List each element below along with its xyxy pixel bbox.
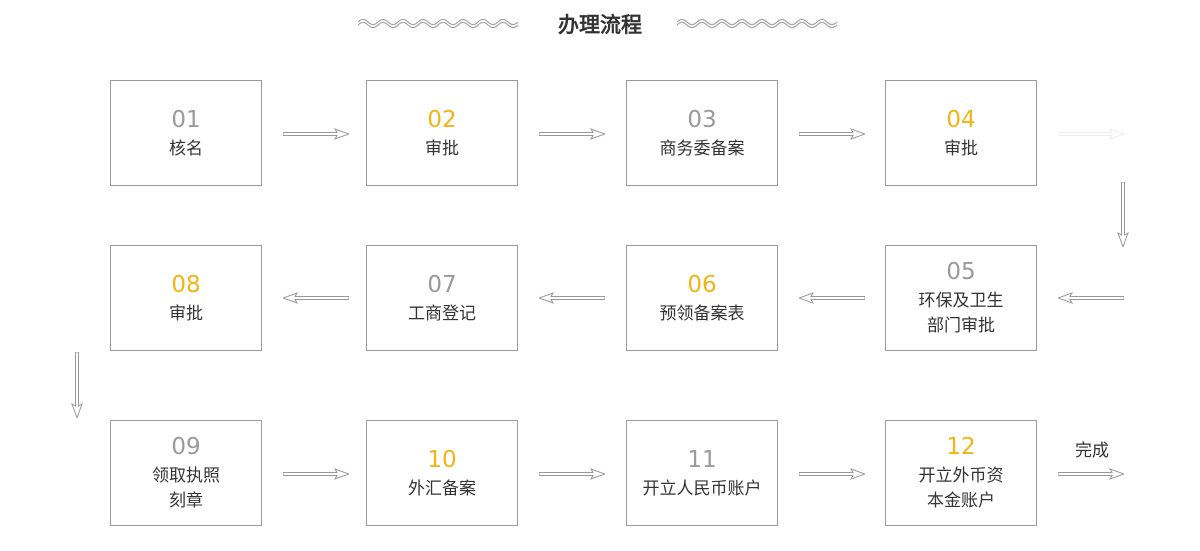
step-label-line: 开立人民币账户 bbox=[642, 478, 762, 499]
step-label-line: 核名 bbox=[169, 138, 203, 159]
step-number: 09 bbox=[171, 434, 201, 460]
arrow-right-icon bbox=[799, 468, 865, 480]
arrow-left-icon bbox=[1058, 292, 1124, 304]
step-box-06: 06 预领备案表 bbox=[626, 245, 778, 351]
step-label-line: 审批 bbox=[425, 138, 459, 159]
step-number: 11 bbox=[687, 446, 717, 473]
arrow-down-icon bbox=[71, 352, 83, 418]
step-label: 预领备案表 bbox=[660, 302, 745, 327]
step-label: 领取执照刻章 bbox=[152, 464, 220, 514]
step-number: 07 bbox=[427, 271, 457, 298]
arrow-right-icon bbox=[539, 128, 605, 140]
step-number: 10 bbox=[427, 446, 457, 473]
arrow-down-icon bbox=[1117, 182, 1129, 247]
arrow-right-icon bbox=[799, 128, 865, 140]
step-label-line: 审批 bbox=[944, 138, 978, 159]
arrow-right-icon bbox=[539, 468, 605, 480]
step-label-line: 工商登记 bbox=[408, 303, 476, 324]
arrow-left-icon bbox=[283, 292, 349, 304]
arrow-right-icon bbox=[283, 468, 349, 480]
step-label-line: 商务委备案 bbox=[659, 138, 745, 159]
step-number: 03 bbox=[687, 106, 717, 133]
arrow-left-icon bbox=[799, 292, 865, 304]
step-box-09: 09 领取执照刻章 bbox=[110, 420, 262, 526]
step-box-05: 05 环保及卫生部门审批 bbox=[885, 245, 1037, 351]
step-label: 审批 bbox=[169, 302, 203, 327]
step-box-08: 08 审批 bbox=[110, 245, 262, 351]
step-label-line: 开立外币资 bbox=[918, 466, 1004, 486]
step-number: 04 bbox=[946, 106, 976, 133]
step-label: 开立外币资本金账户 bbox=[919, 464, 1004, 514]
step-box-12: 12 开立外币资本金账户 bbox=[885, 420, 1037, 526]
step-number: 06 bbox=[687, 271, 717, 298]
step-label-line: 外汇备案 bbox=[408, 478, 476, 499]
step-label: 商务委备案 bbox=[660, 137, 745, 162]
page-title: 办理流程 bbox=[558, 13, 642, 37]
step-label: 工商登记 bbox=[408, 302, 476, 327]
step-box-01: 01 核名 bbox=[110, 80, 262, 186]
step-label-line: 领取执照 bbox=[152, 466, 220, 486]
arrow-right-icon bbox=[1058, 468, 1124, 480]
step-label-line: 审批 bbox=[169, 303, 203, 324]
arrow-right-faint-icon bbox=[1058, 128, 1124, 140]
wave-decoration-left bbox=[358, 19, 519, 28]
arrow-right-icon bbox=[283, 128, 349, 140]
wave-decoration-right bbox=[677, 19, 838, 28]
step-label: 外汇备案 bbox=[408, 477, 476, 502]
step-box-10: 10 外汇备案 bbox=[366, 420, 518, 526]
step-label: 环保及卫生部门审批 bbox=[919, 289, 1004, 339]
arrow-left-icon bbox=[539, 292, 605, 304]
step-box-11: 11 开立人民币账户 bbox=[626, 420, 778, 526]
step-number: 01 bbox=[171, 106, 201, 133]
step-box-03: 03 商务委备案 bbox=[626, 80, 778, 186]
step-number: 08 bbox=[171, 271, 201, 298]
step-label-line: 预领备案表 bbox=[659, 303, 745, 324]
step-label: 核名 bbox=[169, 137, 203, 162]
step-number: 02 bbox=[427, 106, 457, 133]
step-label-line: 环保及卫生 bbox=[918, 291, 1004, 311]
end-label: 完成 bbox=[1075, 441, 1109, 461]
step-label-line: 部门审批 bbox=[927, 316, 995, 336]
step-number: 05 bbox=[946, 259, 976, 285]
step-box-07: 07 工商登记 bbox=[366, 245, 518, 351]
step-label: 审批 bbox=[425, 137, 459, 162]
step-label-line: 本金账户 bbox=[927, 491, 995, 511]
step-label-line: 刻章 bbox=[169, 491, 203, 511]
step-label: 开立人民币账户 bbox=[643, 477, 762, 502]
step-box-02: 02 审批 bbox=[366, 80, 518, 186]
step-box-04: 04 审批 bbox=[885, 80, 1037, 186]
step-number: 12 bbox=[946, 434, 976, 460]
step-label: 审批 bbox=[944, 137, 978, 162]
